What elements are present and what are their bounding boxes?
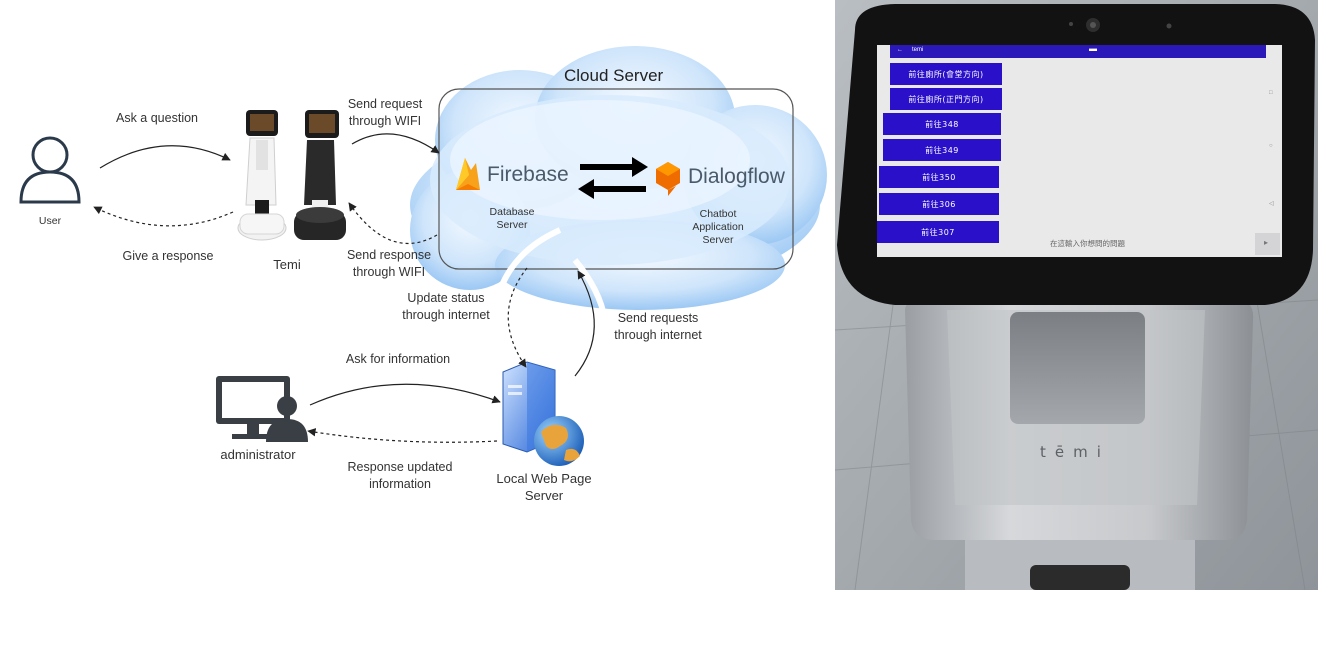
temi-label: Temi	[273, 257, 301, 272]
diagram-canvas	[19, 46, 827, 466]
edge-send-request	[351, 133, 440, 154]
edge-label-send-requests-line1: Send requests	[617, 311, 699, 325]
temi-robot-photo: ← temi ▬ 前往廁所(會堂方向) 前往廁所(正門方向) 前往348 前往3…	[835, 0, 1318, 590]
edge-label-update-status-line2: through internet	[402, 308, 490, 322]
web-server-label-line2: Server	[524, 488, 564, 503]
edge-ask-question	[99, 145, 231, 169]
dialogflow-caption-line3: Server	[702, 234, 734, 246]
web-server-icon	[502, 361, 584, 466]
app-top-bar: ← temi ▬	[890, 45, 1266, 58]
firebase-brand-label: Firebase	[487, 163, 569, 186]
back-arrow-icon[interactable]: ←	[897, 47, 903, 53]
temi-logo: tēmi	[1040, 443, 1110, 461]
admin-computer-icon	[216, 376, 308, 442]
firebase-caption-line2: Server	[496, 219, 528, 231]
cloud-server-title: Cloud Server	[564, 66, 664, 85]
menu-item-350[interactable]: 前往350	[879, 166, 999, 188]
web-server-label: Local Web Page Server	[488, 470, 600, 504]
edge-label-update-status-line1: Update status	[407, 291, 485, 305]
temi-robot-black-icon	[294, 110, 346, 240]
edge-send-requests	[574, 270, 595, 377]
menu-item-307[interactable]: 前往307	[877, 221, 999, 243]
edge-label-send-response-line1: Send response	[346, 248, 432, 262]
edge-label-update-status: Update status through internet	[396, 290, 496, 324]
temi-body	[905, 298, 1254, 590]
edge-label-send-request: Send request through WIFI	[340, 96, 430, 130]
menu-item-349[interactable]: 前往349	[883, 139, 1001, 161]
user-label: User	[38, 215, 62, 227]
edge-label-send-requests: Send requests through internet	[606, 310, 710, 344]
edge-give-response	[93, 206, 234, 227]
dialogflow-caption: Chatbot Application Server	[682, 208, 754, 247]
app-title: temi	[912, 47, 924, 53]
send-icon: ▸	[1264, 238, 1269, 247]
dialogflow-logo-icon	[656, 162, 680, 196]
edge-label-ask-info: Ask for information	[345, 352, 451, 366]
edge-label-send-response-line2: through WIFI	[352, 265, 426, 279]
edge-label-ask-question: Ask a question	[116, 111, 198, 125]
menu-item-306[interactable]: 前往306	[879, 193, 999, 215]
dialogflow-caption-line2: Application	[692, 221, 744, 233]
firebase-caption-line1: Database	[489, 206, 535, 218]
temi-robot-white-icon	[237, 110, 287, 241]
menu-item-restroom-hall[interactable]: 前往廁所(會堂方向)	[890, 63, 1002, 85]
dialogflow-caption-line1: Chatbot	[699, 208, 737, 220]
menu-item-restroom-gate[interactable]: 前往廁所(正門方向)	[890, 88, 1002, 110]
edge-label-response-updated-line1: Response updated	[347, 460, 453, 474]
nav-home-icon[interactable]: ○	[1269, 143, 1273, 149]
menu-item-348[interactable]: 前往348	[883, 113, 1001, 135]
edge-label-send-request-line2: through WIFI	[348, 114, 422, 128]
edge-label-send-request-line1: Send request	[347, 97, 423, 111]
edge-send-response	[348, 202, 438, 244]
question-input-placeholder[interactable]: 在這輸入你想問的問題	[1050, 239, 1125, 248]
system-architecture-diagram: Cloud Server Firebase Dialogflow Databas…	[19, 46, 827, 504]
edge-label-response-updated-line2: information	[369, 477, 431, 491]
user-icon	[19, 136, 81, 204]
edge-label-response-updated: Response updated information	[340, 459, 460, 493]
admin-label: administrator	[220, 447, 296, 462]
cloud-shape	[410, 46, 827, 310]
nav-back-icon[interactable]: ◁	[1269, 201, 1274, 207]
temi-screen: ← temi ▬ 前往廁所(會堂方向) 前往廁所(正門方向) 前往348 前往3…	[877, 45, 1282, 257]
dialogflow-brand-label: Dialogflow	[688, 165, 785, 188]
firebase-logo-icon	[456, 158, 480, 190]
cloud-server-box	[438, 88, 794, 270]
edge-response-updated	[307, 428, 498, 443]
edge-ask-info	[309, 383, 501, 406]
edge-label-send-requests-line2: through internet	[614, 328, 702, 342]
edge-update-status	[507, 267, 528, 368]
edge-label-give-response: Give a response	[122, 249, 214, 263]
firebase-caption: Database Server	[476, 206, 548, 232]
edge-label-send-response: Send response through WIFI	[340, 247, 438, 281]
web-server-label-line1: Local Web Page	[496, 471, 592, 486]
send-button[interactable]: ▸	[1255, 233, 1280, 255]
drag-handle-icon[interactable]: ▬	[1089, 45, 1097, 53]
nav-recent-icon[interactable]: □	[1269, 90, 1273, 96]
sync-arrows-icon	[578, 157, 648, 199]
